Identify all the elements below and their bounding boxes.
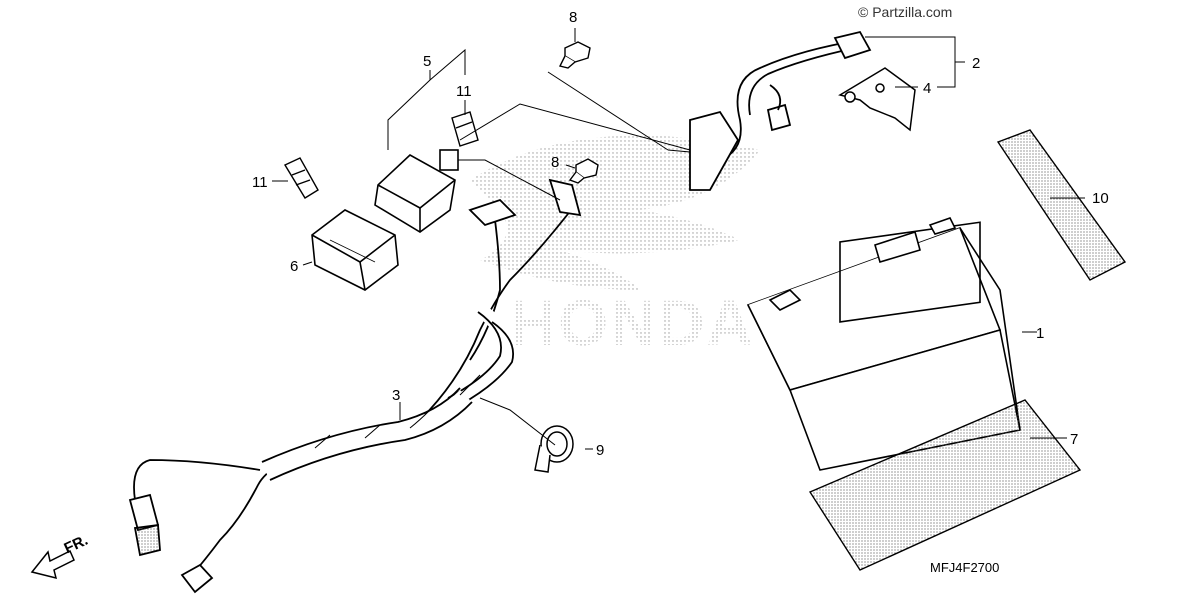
diagram-code: MFJ4F2700	[930, 560, 1000, 575]
callout-8-top: 8	[569, 9, 577, 26]
battery	[746, 217, 1021, 471]
callout-10: 10	[1092, 190, 1109, 207]
callout-7: 7	[1070, 431, 1078, 448]
watermark-text: HONDA	[510, 287, 755, 359]
callout-3: 3	[392, 387, 400, 404]
front-arrow-icon	[30, 549, 75, 580]
callout-8-middle: 8	[551, 154, 559, 171]
starter-relay	[374, 149, 459, 233]
callout-5: 5	[423, 53, 431, 70]
callout-4: 4	[923, 80, 931, 97]
bolt-middle	[568, 158, 599, 184]
callout-6: 6	[290, 258, 298, 275]
battery-strap	[996, 129, 1127, 281]
bolt-top	[558, 41, 591, 69]
callout-1: 1	[1036, 325, 1044, 342]
cable-band	[534, 425, 574, 473]
copyright-text: © Partzilla.com	[858, 4, 953, 20]
battery-pad	[808, 399, 1082, 571]
fuse-left	[283, 157, 319, 199]
fuse-top	[451, 111, 479, 147]
honda-wing-watermark: HONDA	[470, 135, 760, 359]
callout-2: 2	[972, 55, 980, 72]
cable-bracket	[838, 67, 916, 132]
callout-9: 9	[596, 442, 604, 459]
battery-cable-harness	[128, 178, 582, 594]
battery-cable-upper	[689, 30, 872, 191]
callout-11-top: 11	[456, 83, 472, 100]
callout-11-left: 11	[252, 174, 268, 191]
callouts: 1 2 3 4 5 6 7 8 8 9 10 11 11	[252, 9, 1109, 459]
leader-lines	[272, 28, 1085, 450]
relay-cover	[311, 209, 399, 291]
